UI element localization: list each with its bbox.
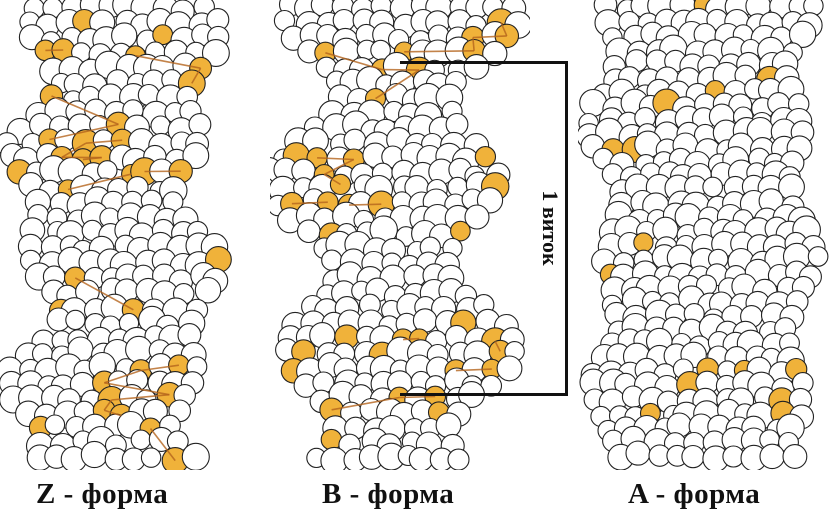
atom: [182, 443, 209, 470]
a-form-helix-model: [578, 0, 831, 470]
atom: [448, 449, 469, 470]
atom: [436, 413, 461, 438]
helix-turn-label-text: 1 виток: [537, 186, 563, 269]
atom: [626, 441, 650, 465]
atom: [409, 447, 433, 470]
atom: [141, 448, 160, 467]
z-form-caption: Z - форма: [36, 478, 168, 511]
backbone-line: [399, 397, 435, 398]
b-form-caption: B - форма: [322, 478, 454, 511]
backbone-line: [404, 51, 474, 52]
atom: [333, 9, 355, 31]
atom: [131, 430, 150, 449]
atom: [344, 129, 366, 151]
atom: [682, 446, 704, 468]
backbone-line: [349, 204, 381, 205]
z-form-helix-model: [0, 0, 235, 470]
atom: [151, 116, 170, 135]
atom: [126, 336, 152, 362]
atom: [760, 444, 784, 468]
a-form-caption: A - форма: [628, 478, 760, 511]
phosphate-atom: [634, 233, 653, 252]
atom: [321, 447, 348, 470]
atom: [98, 161, 117, 180]
atom: [298, 220, 321, 243]
atom: [189, 114, 211, 136]
atom: [703, 177, 723, 197]
atom: [783, 445, 807, 469]
atom: [808, 247, 828, 267]
atom: [66, 310, 85, 329]
atom: [45, 415, 64, 434]
atom: [81, 441, 107, 467]
